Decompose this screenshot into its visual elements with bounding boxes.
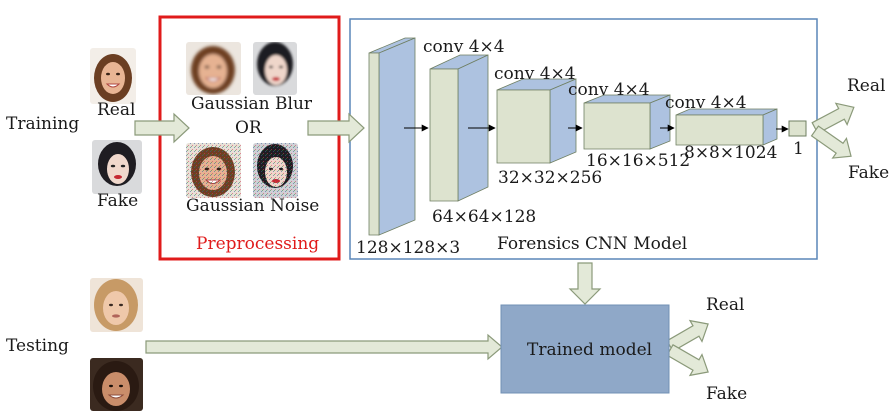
test-face-image-2	[90, 358, 143, 411]
gaussian-noise-label: Gaussian Noise	[186, 196, 320, 216]
layer-5-size: 8×8×1024	[684, 143, 778, 163]
model-output-real-label: Real	[706, 295, 745, 315]
training-label: Training	[6, 114, 80, 134]
cnn-layer-2-front	[429, 68, 459, 202]
cnn-layer-5-front	[675, 114, 764, 146]
cnn-to-model-arrow	[568, 262, 602, 305]
cnn-output-real-label: Real	[847, 76, 886, 96]
cnn-layer-3-front	[496, 89, 551, 164]
testing-input-arrow	[145, 333, 503, 361]
or-label: OR	[235, 118, 262, 138]
layer-2-size: 64×64×128	[432, 207, 537, 227]
layer-4-op: conv 4×4	[568, 80, 650, 100]
training-input-arrow	[134, 112, 190, 144]
output-node	[788, 120, 807, 137]
model-output-fake-arrow	[666, 343, 709, 377]
layer-2-op: conv 4×4	[423, 37, 505, 57]
cnn-layer-1-side	[378, 37, 416, 236]
gaussian-blur-label: Gaussian Blur	[191, 94, 313, 114]
model-output-fake-label: Fake	[706, 384, 748, 404]
cnn-layer-4-front	[583, 102, 651, 150]
real-face-image	[90, 48, 136, 104]
fake-face-image	[92, 140, 142, 194]
cnn-layer-1-front	[368, 52, 380, 236]
output-node-label: 1	[793, 139, 804, 159]
trained-model-label: Trained model	[527, 340, 653, 360]
layer-1-size: 128×128×3	[356, 238, 461, 258]
cnn-layer-5-side	[762, 108, 778, 146]
cnn-model-title: Forensics CNN Model	[497, 234, 688, 254]
training-fake-label: Fake	[97, 191, 139, 211]
noisy-face-image	[186, 143, 241, 198]
training-real-label: Real	[97, 100, 136, 120]
layer-3-op: conv 4×4	[494, 64, 576, 84]
layer-4-size: 16×16×512	[586, 151, 691, 171]
cnn-output-fake-label: Fake	[848, 163, 890, 183]
cnn-output-fake-arrow	[810, 125, 852, 159]
blurred-face-image	[186, 42, 241, 95]
noisy-fake-face-image	[253, 143, 298, 198]
test-face-image	[90, 278, 143, 332]
layer-3-size: 32×32×256	[498, 168, 603, 188]
preprocess-to-cnn-arrow	[307, 112, 365, 144]
blurred-fake-face-image	[253, 42, 297, 95]
trained-model-box	[500, 304, 670, 394]
layer-5-op: conv 4×4	[665, 93, 747, 113]
testing-label: Testing	[6, 336, 69, 356]
preprocessing-title: Preprocessing	[196, 234, 320, 254]
preprocessing-box	[158, 15, 341, 261]
